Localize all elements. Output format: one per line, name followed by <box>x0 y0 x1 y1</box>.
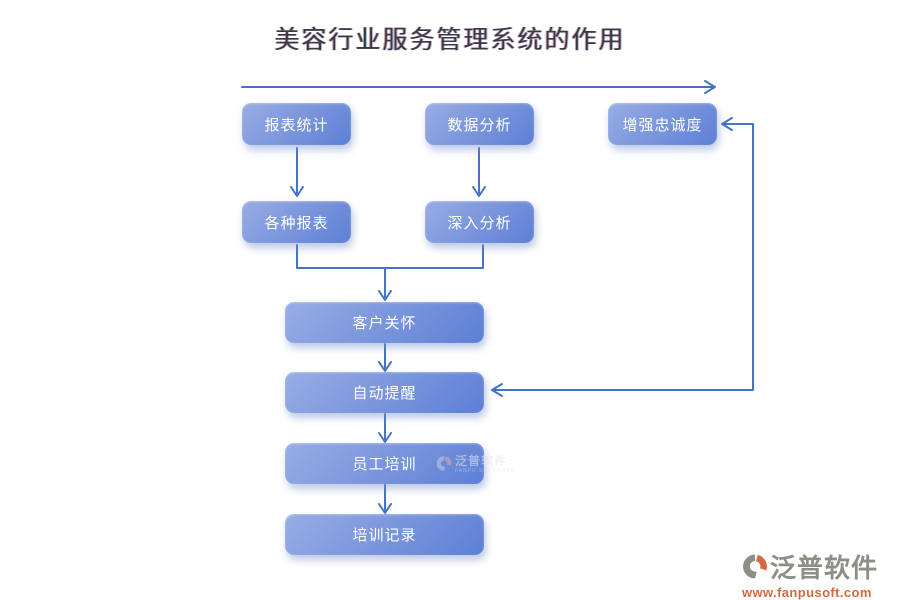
node-label: 数据分析 <box>447 116 512 134</box>
footer-brand-text: 泛普软件 <box>770 553 879 583</box>
arrowhead-left-icon <box>721 117 733 131</box>
arrowhead-down-icon <box>378 503 392 514</box>
merge-connector <box>296 244 484 269</box>
node-report-statistics: 报表统计 <box>242 103 351 145</box>
node-label: 客户关怀 <box>352 315 417 332</box>
fanpu-logo-icon <box>743 554 767 579</box>
footer-url-text: www.fanpusoft.com <box>742 585 872 600</box>
node-auto-reminder: 自动提醒 <box>285 372 484 413</box>
arrowhead-down-icon <box>378 361 392 372</box>
node-label: 员工培训 <box>352 456 417 473</box>
arrowhead-down-icon <box>378 432 392 443</box>
arrowhead-right-icon <box>704 80 716 94</box>
node-enhance-loyalty: 增强忠诚度 <box>608 103 717 145</box>
node-training-record: 培训记录 <box>285 514 484 555</box>
diagram-title: 美容行业服务管理系统的作用 <box>274 25 626 54</box>
node-label: 自动提醒 <box>352 385 417 402</box>
node-data-analysis: 数据分析 <box>425 103 534 145</box>
node-deep-analysis: 深入分析 <box>425 201 534 243</box>
arrowhead-left-icon <box>491 383 503 397</box>
node-label: 培训记录 <box>352 527 417 544</box>
loyalty-reminder-connector <box>493 123 754 391</box>
node-various-reports: 各种报表 <box>242 201 351 243</box>
arrowhead-down-icon <box>378 290 392 301</box>
node-customer-care: 客户关怀 <box>285 302 484 343</box>
node-label: 深入分析 <box>447 214 512 232</box>
arrowhead-down-icon <box>472 186 486 197</box>
fanpu-footer-logo: 泛普软件 www.fanpusoft.com <box>742 548 892 600</box>
arrowhead-down-icon <box>290 186 304 197</box>
node-label: 增强忠诚度 <box>622 116 703 134</box>
node-label: 各种报表 <box>264 214 329 232</box>
node-label: 报表统计 <box>264 116 329 134</box>
node-staff-training: 员工培训 <box>285 443 484 484</box>
